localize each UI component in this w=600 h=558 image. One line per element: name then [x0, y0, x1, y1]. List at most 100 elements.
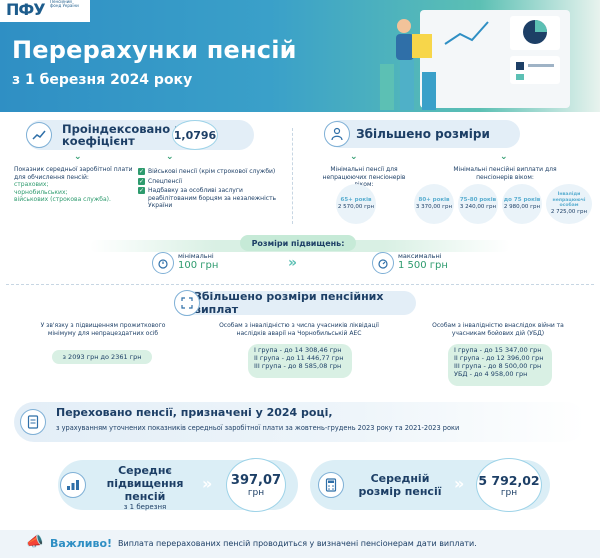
sizes-label: Розміри підвищень:	[251, 238, 345, 248]
increased-heading: Збільшено розміри	[326, 120, 520, 148]
avg-salary-caption: Показник середньої заробітної плати для …	[14, 166, 133, 181]
header-banner: ПФУ Пенсійний фонд України Перерахунки п…	[0, 0, 600, 112]
max-increase: максимальні 1 500 грн	[398, 252, 478, 271]
check-icon: ✓	[138, 177, 145, 185]
col1-value: з 2093 грн до 2361 грн	[62, 353, 142, 361]
age-label: 75-80 років	[459, 197, 497, 203]
footer-text: Виплата перерахованих пенсій проводиться…	[118, 539, 477, 548]
avg-salary-item: військових (строкова служба).	[14, 196, 111, 203]
indexed-item: Надбавку за особливі заслуги реабілітова…	[148, 187, 277, 209]
avg-size-value-circle: 5 792,02 грн	[476, 458, 542, 512]
chevrons-icon: »	[288, 255, 298, 271]
col2-title: Особам з інвалідністю з числа учасників …	[219, 322, 379, 337]
timer-icon	[152, 252, 174, 274]
col3-line: УБД - до 4 958,00 грн	[454, 370, 528, 378]
avg-increase-title: Середнє підвищення пенсій	[106, 464, 184, 503]
max-increase-value: 1 500 грн	[398, 260, 448, 271]
col2-line: I група - до 14 308,46 грн	[254, 346, 342, 354]
avg-increase-label: Середнє підвищення пенсій з 1 березня	[90, 464, 200, 511]
col3-line: I група - до 15 347,00 грн	[454, 346, 542, 354]
col1-title: У зв'язку з підвищенням прожиткового мін…	[40, 322, 166, 337]
arrow-down-icon: ⌄	[500, 152, 508, 162]
footer-banner	[0, 530, 600, 558]
sizes-label-pill: Розміри підвищень:	[240, 235, 356, 251]
increased-heading-text: Збільшено розміри	[356, 127, 490, 141]
avg-increase-sub: з 1 березня	[123, 503, 167, 511]
min-pension-text: Мінімальні пенсії для непрацюючих пенсіо…	[322, 166, 406, 188]
min-increase-value: 100 грн	[178, 260, 219, 271]
indexed-item: Спецпенсії	[148, 177, 183, 185]
avg-salary-item: чорнобильських;	[14, 188, 68, 196]
header-illustration	[380, 10, 570, 110]
important-label: Важливо!	[50, 537, 113, 550]
min-pension-circle: 65+ років 2 570,00 грн	[336, 184, 376, 224]
recalc-band	[14, 402, 586, 442]
page-subtitle: з 1 березня 2024 року	[12, 72, 193, 88]
recalc-heading: Переховано пенсії, призначені у 2024 роц…	[56, 406, 333, 419]
chart-icon	[26, 122, 52, 148]
arrow-down-icon: ⌄	[350, 152, 358, 162]
col3-title: Особам з інвалідністю внаслідок війни та…	[432, 322, 564, 337]
min-pension-value: 2 570,00 грн	[337, 204, 375, 210]
max-increase-label: максимальні	[398, 252, 442, 260]
people-icon	[324, 121, 350, 147]
age-label: Інваліди непрацюючі особам	[552, 192, 586, 209]
avg-size-value: 5 792,02	[478, 472, 540, 488]
min-payment-circle: 80+ років 3 370,00 грн	[414, 184, 454, 224]
avg-increase-value-circle: 397,07 грн	[226, 458, 286, 512]
min-payment-circle: до 75 років 2 980,00 грн	[502, 184, 542, 224]
avg-increase-value: 397,07	[230, 472, 282, 488]
min-increase: мінімальні 100 грн	[178, 252, 258, 271]
min-payment-text: Мінімальні пенсійні виплати для пенсіоне…	[453, 166, 557, 181]
logo-caption: Пенсійний фонд України	[50, 0, 79, 8]
age-label: 65+ років	[340, 197, 372, 203]
avg-salary-text: Показник середньої заробітної плати для …	[14, 166, 134, 204]
page-title: Перерахунки пенсій	[12, 36, 297, 64]
age-label: до 75 років	[503, 197, 541, 203]
min-payment-value: 2 725,00 грн	[550, 208, 588, 215]
arrow-down-icon: ⌄	[166, 152, 174, 162]
divider	[6, 284, 594, 285]
expand-icon	[174, 290, 200, 316]
recalc-text: з урахуванням уточнених показників серед…	[56, 424, 460, 432]
payouts-heading-text: Збільшено розміри пенсійних виплат	[194, 290, 384, 316]
check-icon: ✓	[138, 187, 145, 194]
megaphone-icon: 📣	[26, 534, 44, 550]
timer-icon	[372, 252, 394, 274]
col3-line: II група - до 12 396,00 грн	[454, 354, 544, 362]
col2-line: III група - до 8 585,08 грн	[254, 362, 342, 370]
avg-increase-unit: грн	[247, 487, 265, 498]
growth-icon	[60, 472, 86, 498]
col3-value-pill: I група - до 15 347,00 грн II група - до…	[448, 344, 552, 386]
min-increase-label: мінімальні	[178, 252, 214, 260]
age-label: 80+ років	[418, 197, 450, 203]
min-payment-value: 3 240,00 грн	[459, 204, 497, 210]
vertical-divider	[292, 128, 293, 224]
indexed-heading-text: Проіндексовано на коефіцієнт	[62, 122, 190, 148]
col2-value-pill: I група - до 14 308,46 грн II група - до…	[248, 344, 352, 378]
chevrons-icon: »	[454, 474, 465, 493]
logo-strip	[0, 0, 90, 22]
min-payment-circle: 75-80 років 3 240,00 грн	[458, 184, 498, 224]
pfu-logo: ПФУ	[6, 0, 46, 19]
payouts-heading: Збільшено розміри пенсійних виплат	[176, 290, 416, 316]
avg-salary-item: страхових;	[14, 181, 49, 188]
indexed-item: Військові пенсії (крім строкової служби)	[148, 168, 276, 175]
avg-size-unit: грн	[500, 487, 518, 498]
min-payment-value: 3 370,00 грн	[415, 204, 453, 210]
min-payment-circle: Інваліди непрацюючі особам 2 725,00 грн	[546, 184, 592, 224]
col2-line: II група - до 11 446,77 грн	[254, 354, 344, 362]
check-icon: ✓	[138, 168, 145, 175]
calculator-icon	[318, 472, 344, 498]
document-icon	[20, 409, 46, 435]
indexed-list: ✓Військові пенсії (крім строкової служби…	[138, 168, 278, 210]
min-payment-value: 2 980,00 грн	[503, 204, 541, 210]
col1-value-pill: з 2093 грн до 2361 грн	[52, 350, 152, 364]
avg-size-label: Середній розмір пенсії	[358, 472, 442, 498]
indexed-heading: Проіндексовано на коефіцієнт	[26, 120, 254, 150]
coefficient-badge: 1,0796	[172, 120, 218, 150]
col3-line: III група - до 8 500,00 грн	[454, 362, 542, 370]
coefficient-value: 1,0796	[173, 128, 217, 142]
chevrons-icon: »	[202, 474, 213, 493]
arrow-down-icon: ⌄	[74, 152, 82, 162]
